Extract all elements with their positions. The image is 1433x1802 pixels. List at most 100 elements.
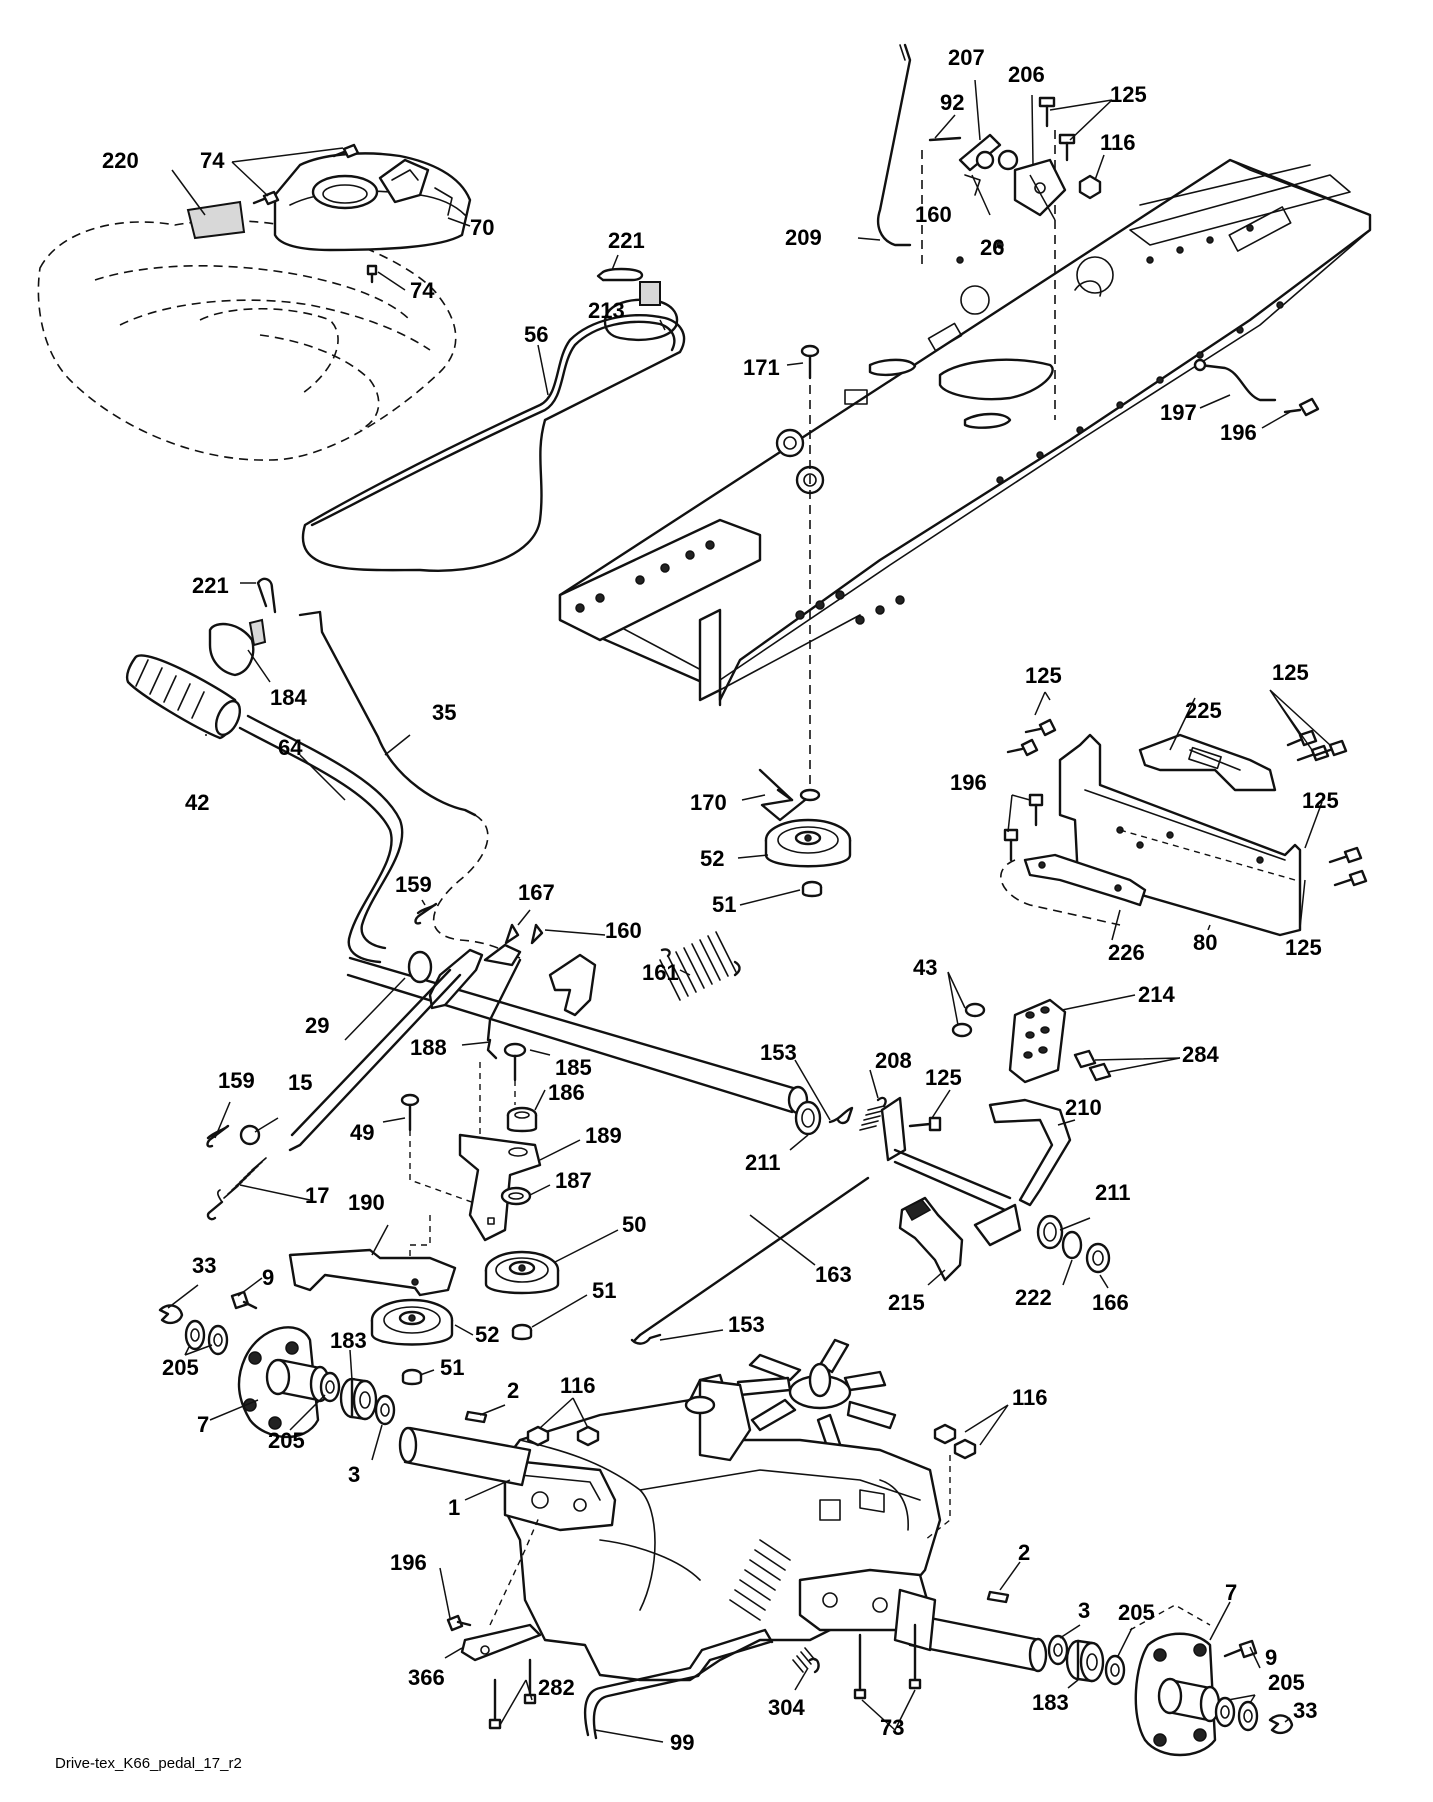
- pedal-arm-210: [973, 1098, 1072, 1247]
- pin-221-top: [596, 267, 644, 282]
- bracket-170: [758, 768, 807, 822]
- label-220: 220: [102, 148, 139, 173]
- label-64: 64: [278, 735, 303, 760]
- label-26: 26: [980, 235, 1004, 260]
- spring-161: [659, 931, 741, 1001]
- label-9-right: 9: [1265, 1645, 1277, 1670]
- shield-190: [288, 1248, 457, 1297]
- washer-205-c: [1104, 1654, 1126, 1686]
- label-153-top: 153: [760, 1040, 797, 1065]
- label-43: 43: [913, 955, 937, 980]
- label-125-bkt-r: 125: [1272, 660, 1309, 685]
- label-51-mid: 51: [592, 1278, 616, 1303]
- label-222: 222: [1015, 1285, 1052, 1310]
- nut-51-b: [511, 1323, 533, 1341]
- label-206: 206: [1008, 62, 1045, 87]
- pulley-52-lower: [370, 1298, 454, 1346]
- axle-right: [893, 1588, 1048, 1673]
- label-213: 213: [588, 298, 625, 323]
- washer-52-top: [799, 788, 821, 802]
- label-205-right-top: 205: [1118, 1600, 1155, 1625]
- label-304: 304: [768, 1695, 805, 1720]
- label-125-top: 125: [1110, 82, 1147, 107]
- label-56: 56: [524, 322, 548, 347]
- clip-167: [504, 923, 520, 945]
- label-170: 170: [690, 790, 727, 815]
- label-2-right: 2: [1018, 1540, 1030, 1565]
- label-207: 207: [948, 45, 985, 70]
- label-3-left: 3: [348, 1462, 360, 1487]
- clip-153-top: [828, 1106, 854, 1125]
- label-116-top: 116: [1100, 130, 1136, 155]
- bolts-125-top: [1038, 96, 1076, 162]
- plate-26: [997, 149, 1067, 217]
- pin-159-mid: [414, 902, 438, 925]
- label-2-left: 2: [507, 1378, 519, 1403]
- chassis-frame: [558, 158, 1372, 707]
- label-197: 197: [1160, 400, 1197, 425]
- washer-3-right: [1047, 1634, 1069, 1666]
- label-52-lower: 52: [475, 1322, 499, 1347]
- label-188: 188: [410, 1035, 447, 1060]
- label-70: 70: [470, 215, 494, 240]
- rod-197: [1193, 358, 1277, 402]
- label-125-bkt-mid: 125: [1302, 788, 1339, 813]
- label-15: 15: [288, 1070, 312, 1095]
- label-215: 215: [888, 1290, 925, 1315]
- washer-205-b: [319, 1371, 341, 1403]
- axle-left: [398, 1426, 532, 1487]
- label-205-mid: 205: [268, 1428, 305, 1453]
- spacer-186: [506, 1106, 538, 1133]
- decal-220: [186, 200, 246, 240]
- label-196-bkt: 196: [950, 770, 987, 795]
- pedal-pad-214: [1008, 998, 1067, 1084]
- bracket-207: [928, 133, 1002, 196]
- clip-33-left: [158, 1304, 184, 1325]
- label-51-top: 51: [712, 892, 736, 917]
- label-29: 29: [305, 1013, 329, 1038]
- bearing-183-right: [1065, 1639, 1105, 1683]
- label-205-right: 205: [1268, 1670, 1305, 1695]
- rod-188: [486, 1038, 498, 1060]
- label-52-top: 52: [700, 846, 724, 871]
- label-125-bkt-l: 125: [1025, 663, 1062, 688]
- label-92: 92: [940, 90, 964, 115]
- label-99: 99: [670, 1730, 694, 1755]
- bolts-196-right: [1003, 793, 1044, 862]
- bushing-211-right: [1036, 1214, 1064, 1250]
- label-49: 49: [350, 1120, 374, 1145]
- label-7-left: 7: [197, 1412, 209, 1437]
- part-labels: 220 74 70 74 221 213 56 92 207 206 125 1…: [102, 45, 1339, 1755]
- label-116-right: 116: [1012, 1385, 1048, 1410]
- hub-7-left: [237, 1326, 331, 1439]
- locator-hub-right: [1129, 1604, 1211, 1631]
- nut-116-top: [1078, 174, 1102, 200]
- label-211-right: 211: [1095, 1180, 1131, 1205]
- washers-43: [951, 1002, 986, 1038]
- bolt-196-lower: [446, 1614, 472, 1632]
- bolt-49: [400, 1093, 420, 1132]
- bracket-366: [460, 1623, 542, 1662]
- bracket-pedal-upper: [880, 1096, 1012, 1212]
- fan: [736, 1338, 897, 1457]
- label-166: 166: [1092, 1290, 1129, 1315]
- label-184: 184: [270, 685, 307, 710]
- console-cover: [273, 152, 472, 252]
- nut-51-c: [401, 1368, 423, 1386]
- label-125-pedal: 125: [925, 1065, 962, 1090]
- locator-226: [1000, 859, 1121, 926]
- label-50: 50: [622, 1212, 646, 1237]
- label-211-left: 211: [745, 1150, 781, 1175]
- label-190: 190: [348, 1190, 385, 1215]
- bolt-185: [503, 1042, 527, 1082]
- pulley-50: [484, 1250, 560, 1295]
- washer-15: [239, 1124, 261, 1146]
- locator-366: [489, 1514, 541, 1626]
- label-33-right: 33: [1293, 1698, 1317, 1723]
- label-35: 35: [432, 700, 456, 725]
- label-209: 209: [785, 225, 822, 250]
- lever-64: [238, 714, 404, 964]
- label-221-mid: 221: [192, 573, 229, 598]
- label-183-right: 183: [1032, 1690, 1069, 1715]
- label-196-top: 196: [1220, 420, 1257, 445]
